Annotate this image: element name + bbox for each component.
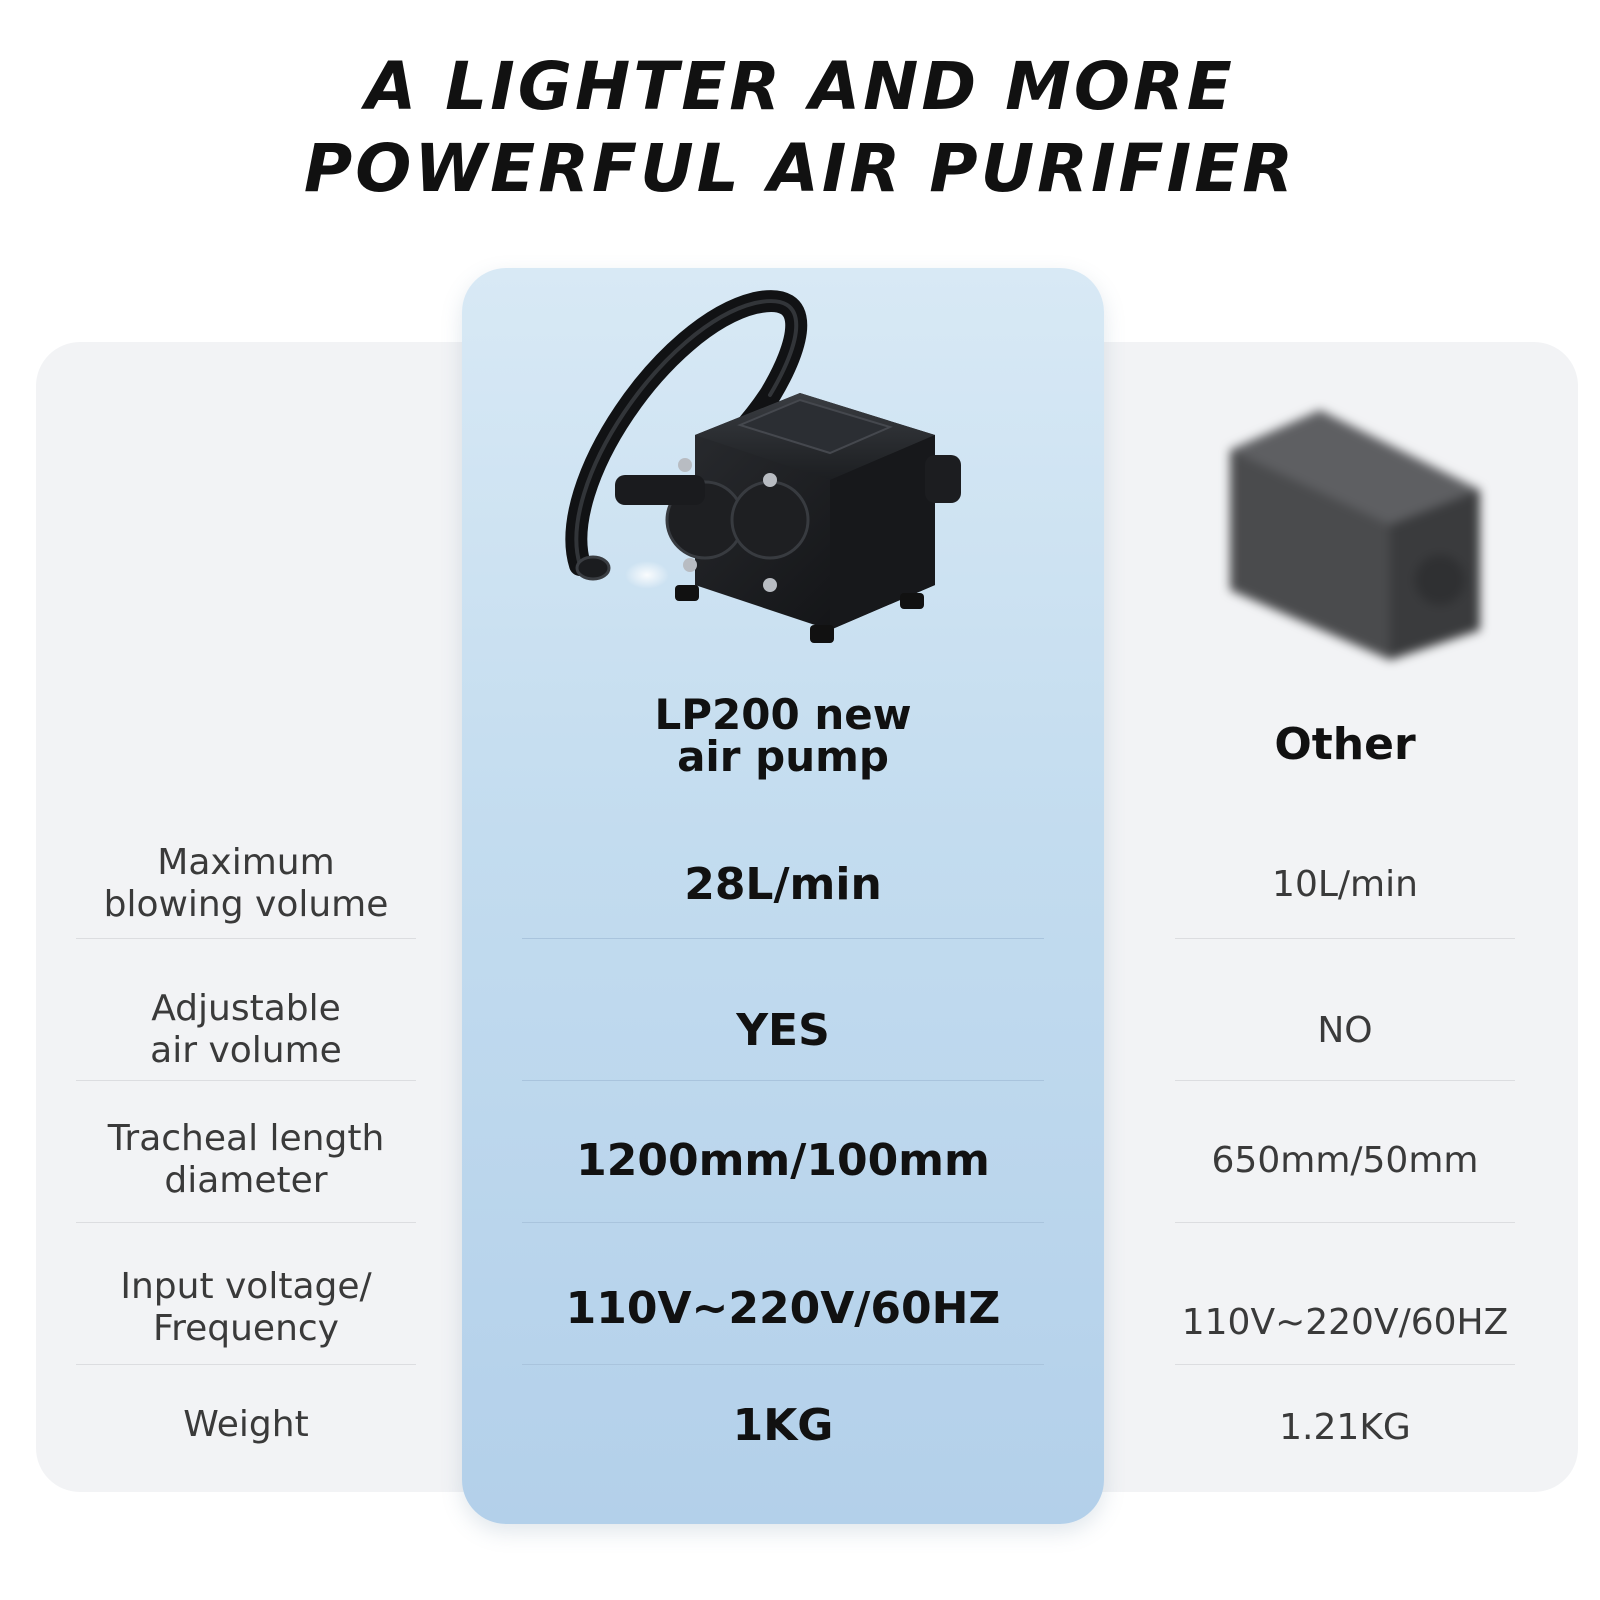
page-title-line-1: A LIGHTER AND MORE xyxy=(365,48,1235,125)
other-column-title: Other xyxy=(1274,719,1416,770)
row-label-adjustable-air-volume: Adjustable air volume xyxy=(76,980,416,1080)
air-pump-product-image xyxy=(565,290,961,643)
row-divider xyxy=(76,938,416,939)
row-divider xyxy=(522,1080,1044,1081)
row-divider xyxy=(1175,1364,1515,1365)
row-divider xyxy=(522,1222,1044,1223)
row-divider xyxy=(1175,1080,1515,1081)
row-label-line: blowing volume xyxy=(103,884,389,925)
row-divider xyxy=(76,1364,416,1365)
row-divider xyxy=(1175,938,1515,939)
row-label-line: Input voltage/ xyxy=(120,1266,372,1307)
page-title-line-2: POWERFUL AIR PURIFIER xyxy=(303,130,1297,207)
row-divider xyxy=(76,1080,416,1081)
featured-value-adjustable-air-volume: YES xyxy=(736,1004,830,1056)
row-label-line: air volume xyxy=(150,1030,342,1071)
row-label-line: Maximum xyxy=(157,842,335,883)
row-label-line: diameter xyxy=(164,1160,328,1201)
row-label-line: Adjustable xyxy=(151,988,341,1029)
row-label-line: Frequency xyxy=(153,1308,339,1349)
row-label-line: Tracheal length xyxy=(107,1118,385,1159)
other-value-max-blowing-volume: 10L/min xyxy=(1272,863,1418,905)
row-label-input-voltage-frequency: Input voltage/ Frequency xyxy=(76,1256,416,1360)
featured-column-title: LP200 new air pump xyxy=(462,694,1104,778)
row-label-max-blowing-volume: Maximum blowing volume xyxy=(76,836,416,932)
row-divider xyxy=(522,938,1044,939)
row-label-tracheal-length-diameter: Tracheal length diameter xyxy=(76,1108,416,1212)
page-title: A LIGHTER AND MORE POWERFUL AIR PURIFIER xyxy=(0,46,1600,210)
featured-value-tracheal-length-diameter: 1200mm/100mm xyxy=(576,1134,990,1186)
other-value-adjustable-air-volume: NO xyxy=(1317,1009,1373,1051)
featured-value-input-voltage-frequency: 110V~220V/60HZ xyxy=(565,1282,1001,1334)
other-value-weight: 1.21KG xyxy=(1279,1406,1411,1448)
featured-title-line-2: air pump xyxy=(677,732,889,781)
row-divider xyxy=(522,1364,1044,1365)
row-divider xyxy=(76,1222,416,1223)
other-value-tracheal-length-diameter: 650mm/50mm xyxy=(1211,1139,1479,1181)
row-label-line: Weight xyxy=(183,1404,309,1445)
row-divider xyxy=(1175,1222,1515,1223)
featured-title-line-1: LP200 new xyxy=(654,690,912,739)
featured-value-max-blowing-volume: 28L/min xyxy=(684,858,882,910)
featured-value-weight: 1KG xyxy=(732,1399,834,1451)
other-value-input-voltage-frequency: 110V~220V/60HZ xyxy=(1181,1301,1509,1343)
other-pump-blurred-image xyxy=(1230,410,1480,660)
row-label-weight: Weight xyxy=(76,1392,416,1458)
